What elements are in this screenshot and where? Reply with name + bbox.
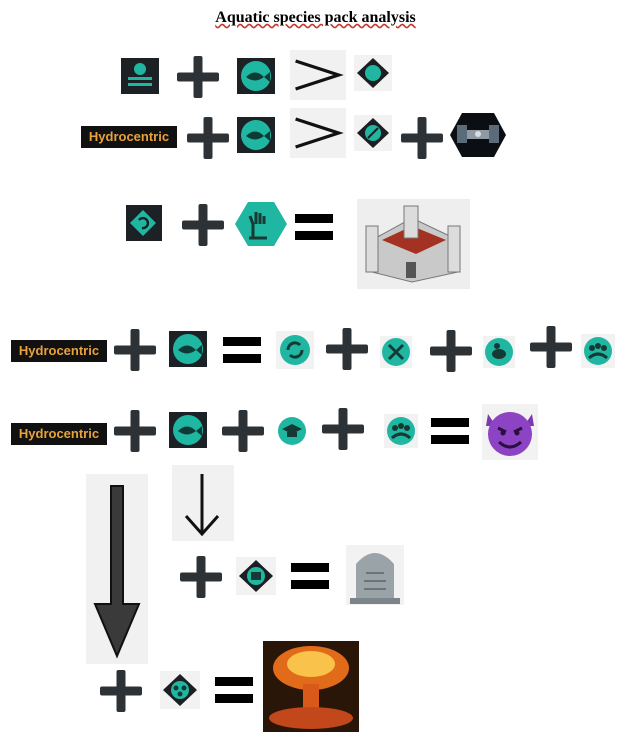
retreat-icon [126,205,162,241]
space-station-image [450,113,506,157]
plus-sign [114,329,156,371]
gravestone-image [346,545,404,605]
graduation-cap-icon [278,417,306,445]
plus-sign [322,408,364,450]
network-icon [160,671,200,709]
fist-shield-icon [236,557,276,595]
castle-image [357,199,470,289]
fish-icon [169,331,207,367]
equals-sign [215,677,253,703]
page-title: Aquatic species pack analysis [215,9,416,26]
tools-icon [380,336,412,368]
equals-sign [295,214,333,240]
short-down-arrow [172,465,234,541]
hydrocentric-badge: Hydrocentric [11,340,107,362]
equals-sign [431,418,469,444]
plus-sign [180,556,222,598]
long-down-arrow [86,474,148,664]
nuclear-explosion-image [263,641,359,732]
devil-emoji [482,404,538,460]
plus-sign [430,330,472,372]
sword-shield-icon [354,115,392,151]
plus-sign [326,328,368,370]
plus-sign [182,204,224,246]
fish-icon [237,58,275,94]
hydrocentric-badge: Hydrocentric [81,126,177,148]
equals-sign [291,563,329,589]
plus-sign [114,410,156,452]
hydrocentric-badge: Hydrocentric [11,423,107,445]
people-icon [384,414,418,448]
hand-shield-icon [354,55,392,91]
plus-sign [401,117,443,159]
fish-icon [169,412,207,448]
plus-sign [530,326,572,368]
plus-sign [100,670,142,712]
people-icon [581,334,615,368]
plus-sign [187,117,229,159]
zombie-hand-icon [235,202,287,246]
equals-sign [223,337,261,363]
bee-icon [483,336,515,368]
fish-icon [237,117,275,153]
ocean-icon [121,58,159,94]
cycle-icon [276,331,314,369]
plus-sign [177,56,219,98]
plus-sign [222,410,264,452]
